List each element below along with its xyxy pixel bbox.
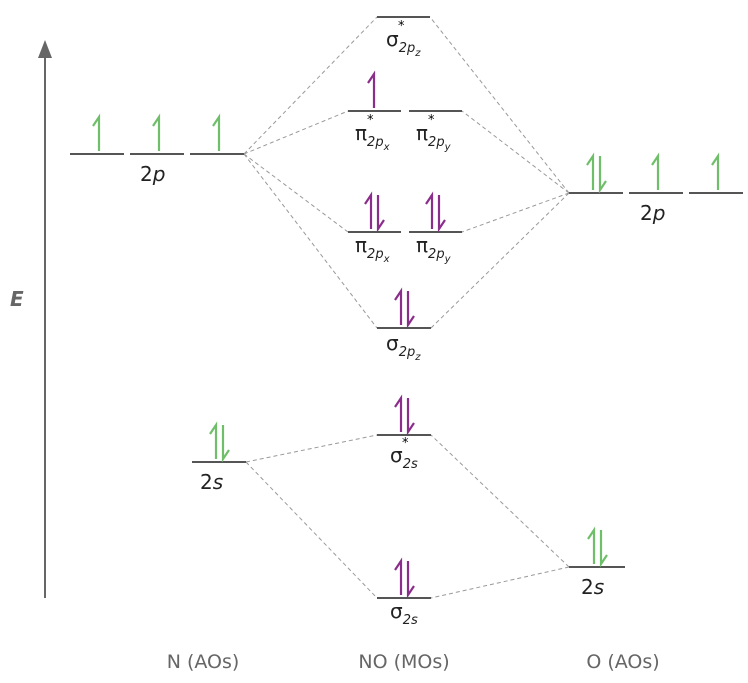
mo-pi-star-2py-star: * <box>428 113 435 128</box>
column-label-no: NO (MOs) <box>358 651 449 673</box>
mo-label-symbol: σ <box>390 599 403 623</box>
mo-label-subsubscript: x <box>383 142 390 153</box>
mo-label-subsubscript: z <box>414 352 421 363</box>
spin-up-arrow <box>651 152 660 190</box>
n-2s-label: 2s <box>200 470 223 494</box>
spin-up-arrow <box>394 287 403 325</box>
spin-up-arrow <box>587 526 596 564</box>
mo-label-subsubscript: y <box>444 142 452 153</box>
spin-up-arrow <box>209 421 218 459</box>
spin-down-arrow <box>599 530 608 568</box>
column-label-n: N (AOs) <box>167 651 240 673</box>
mo-pi-star-2px-star: * <box>367 113 374 128</box>
n-2s-label-main: 2 <box>200 470 213 494</box>
connector <box>245 461 378 599</box>
energy-levels <box>70 16 743 599</box>
column-labels: N (AOs) NO (MOs) O (AOs) <box>167 651 660 673</box>
connector <box>243 153 378 329</box>
mo-label-symbol: π <box>416 233 428 257</box>
spin-up-arrow <box>586 152 595 190</box>
mo-label-subscript: 2s <box>403 457 418 472</box>
spin-up-arrow <box>711 152 720 190</box>
spin-up-arrow <box>92 113 101 151</box>
mo-pi-star-2py-label: π2py <box>416 121 452 153</box>
mo-pi-star-2px-label: π2px <box>355 121 390 153</box>
mo-sigma-star-2s-star: * <box>402 436 409 451</box>
connector <box>430 566 570 599</box>
o-2s-label: 2s <box>581 575 604 599</box>
mo-pi-2px-label: π2px <box>355 233 390 265</box>
connector <box>245 434 378 463</box>
spin-up-arrow <box>394 557 403 595</box>
n-2p-label-main: 2 <box>140 162 153 186</box>
mo-label-symbol: σ <box>386 27 399 51</box>
mo-label-symbol: σ <box>390 443 403 467</box>
spin-down-arrow <box>406 291 415 329</box>
column-label-o: O (AOs) <box>586 651 659 673</box>
spin-up-arrow <box>425 191 434 229</box>
connector <box>461 110 570 194</box>
spin-up-arrow <box>394 394 403 432</box>
mo-label-symbol: σ <box>386 331 399 355</box>
mo-sigma-star-2s-label: σ2s <box>390 443 418 472</box>
mo-label-symbol: π <box>355 121 367 145</box>
mo-sigma-2s-label: σ2s <box>390 599 418 628</box>
mo-label-subscript: 2p <box>428 247 445 262</box>
mo-label-subsubscript: y <box>444 254 452 265</box>
electrons <box>92 70 720 599</box>
o-2p-label-main: 2 <box>640 201 653 225</box>
mo-label-subscript: 2p <box>367 247 384 262</box>
connector <box>430 192 570 329</box>
spin-up-arrow <box>152 113 161 151</box>
mo-pi-2py-label: π2py <box>416 233 452 265</box>
connector <box>429 16 570 194</box>
connector <box>430 434 570 568</box>
correlation-lines <box>243 16 570 599</box>
spin-up-arrow <box>212 113 221 151</box>
energy-axis-arrowhead <box>38 40 52 58</box>
n-2p-label: 2p <box>140 162 165 186</box>
o-2p-label-sub: p <box>652 201 666 225</box>
o-2s-label-sub: s <box>594 575 604 599</box>
mo-label-subscript: 2p <box>399 345 416 360</box>
n-2s-label-sub: s <box>213 470 223 494</box>
spin-down-arrow <box>376 195 385 233</box>
spin-up-arrow <box>364 191 373 229</box>
mo-label-subscript: 2s <box>403 613 418 628</box>
ao-labels: 2p 2s 2p 2s <box>140 162 665 599</box>
spin-down-arrow <box>406 561 415 599</box>
connector <box>461 192 570 233</box>
mo-label-symbol: π <box>416 121 428 145</box>
connector <box>243 153 349 233</box>
spin-down-arrow <box>437 195 446 233</box>
energy-axis-label: E <box>10 287 24 311</box>
mo-sigma-star-2pz-star: * <box>398 19 405 34</box>
connector <box>243 16 378 155</box>
o-2p-label: 2p <box>640 201 665 225</box>
spin-down-arrow <box>598 156 607 194</box>
spin-up-arrow <box>367 70 376 108</box>
mo-label-symbol: π <box>355 233 367 257</box>
mo-label-subscript: 2p <box>367 135 384 150</box>
spin-down-arrow <box>406 398 415 436</box>
o-2s-label-main: 2 <box>581 575 594 599</box>
n-2p-label-sub: p <box>152 162 166 186</box>
mo-label-subscript: 2p <box>428 135 445 150</box>
connector <box>243 110 349 155</box>
energy-axis: E <box>10 40 52 598</box>
spin-down-arrow <box>221 425 230 463</box>
mo-sigma-2pz-label: σ2pz <box>386 331 421 363</box>
mo-label-subsubscript: z <box>414 48 421 59</box>
mo-labels: σ2pz * π2px * π2py * π2px π2py σ2pz σ2s … <box>355 19 452 628</box>
mo-label-subscript: 2p <box>399 41 416 56</box>
mo-sigma-star-2pz-label: σ2pz <box>386 27 421 59</box>
mo-label-subsubscript: x <box>383 254 390 265</box>
